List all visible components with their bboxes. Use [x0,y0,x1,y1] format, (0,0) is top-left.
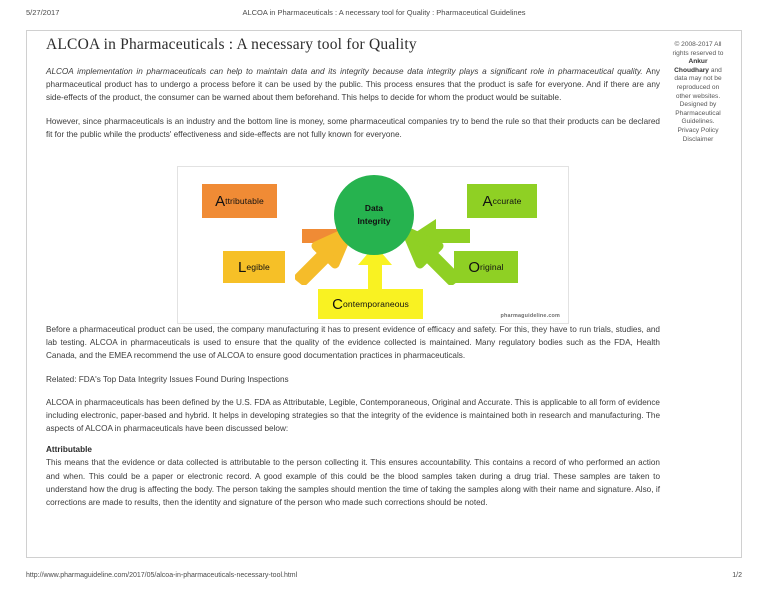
node-original-rest: riginal [480,261,504,272]
print-document-title: ALCOA in Pharmaceuticals : A necessary t… [242,8,526,17]
center-label-line2: Integrity [357,216,391,226]
node-accurate-rest: ccurate [492,195,522,206]
node-accurate-initial: A [482,192,493,210]
article-body: ALCOA in Pharmaceuticals : A necessary t… [46,36,660,519]
print-url: http://www.pharmaguideline.com/2017/05/a… [26,572,298,579]
copyright-owner: Ankur Choudhary [674,58,709,74]
section-body-attributable: This means that the evidence or data col… [46,458,660,508]
node-attributable-rest: ttributable [225,195,264,206]
node-original-initial: O [468,258,481,276]
rail-policy-links[interactable]: Privacy Policy Disclaimer [677,126,719,143]
lead-remaining-text: Any pharmaceutical product has to underg… [46,67,660,103]
related-link[interactable]: Related: FDA's Top Data Integrity Issues… [46,374,289,384]
article-paragraph-2: However, since pharmaceuticals is an ind… [46,116,660,139]
print-date: 5/27/2017 [26,8,60,17]
print-footer: http://www.pharmaguideline.com/2017/05/a… [0,572,768,586]
copyright-text-pre: © 2008-2017 All rights reserved to [672,41,724,57]
data-integrity-center: Data Integrity [334,175,414,255]
node-contemporaneous-rest: ontemporaneous [342,298,409,309]
print-page-number: 1/2 [732,572,742,579]
article-paragraph-lead: ALCOA implementation in pharmaceuticals … [46,65,660,105]
article-paragraph-4: ALCOA in pharmaceuticals has been define… [46,397,660,434]
node-legible-initial: L [238,258,247,276]
arrow-contemporaneous-icon [358,245,392,297]
page-title: ALCOA in Pharmaceuticals : A necessary t… [46,36,417,53]
copyright-rail: © 2008-2017 All rights reserved to Ankur… [672,41,724,144]
node-attributable-initial: A [215,192,226,210]
node-contemporaneous-initial: C [332,295,343,313]
diagram-watermark: pharmaguideline.com [500,313,560,319]
section-heading-attributable: Attributable [46,445,92,455]
lead-italic-sentence: ALCOA implementation in pharmaceuticals … [46,67,643,76]
copyright-text-post: and data may not be reproduced on other … [674,66,722,126]
node-legible-rest: egible [246,261,270,272]
center-label-line1: Data [364,203,384,213]
arrow-legible-icon [295,226,354,285]
arrow-original-icon [401,226,460,285]
print-header: 5/27/2017 ALCOA in Pharmaceuticals : A n… [0,8,768,24]
article-paragraph-3: Before a pharmaceutical product can be u… [46,325,660,361]
